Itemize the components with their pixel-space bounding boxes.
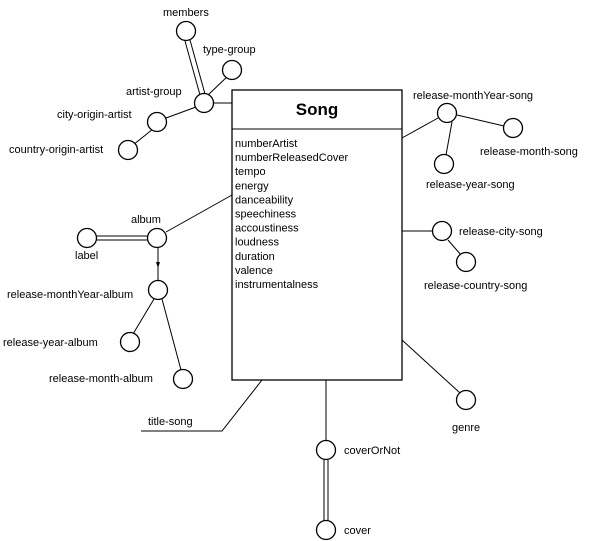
song-attribute: instrumentalness (235, 279, 319, 291)
type-group-label: type-group (203, 44, 256, 56)
song-attribute: valence (235, 265, 273, 277)
genre-node[interactable] (455, 389, 477, 411)
city-origin-artist-label: city-origin-artist (57, 109, 132, 121)
song-attribute: numberArtist (235, 138, 297, 150)
edge-members-double-a (184, 40, 201, 96)
release-city-song-label: release-city-song (459, 226, 543, 238)
nodes (76, 20, 524, 541)
country-origin-artist-label: country-origin-artist (9, 144, 103, 156)
edge-monthyear-year-album (132, 298, 155, 335)
release-monthyear-album-node[interactable] (147, 279, 169, 301)
song-attribute-list: numberArtist numberReleasedCover tempo ener… (235, 138, 348, 291)
cover-label: cover (344, 525, 371, 537)
edge-city-country-song (447, 239, 462, 256)
edge-song-genre (401, 339, 461, 394)
song-entity-title: Song (296, 100, 339, 119)
edge-members-double-b (189, 39, 206, 95)
title-song-label: title-song (148, 416, 193, 428)
song-entity[interactable]: Song numberArtist numberReleasedCover temp… (231, 89, 403, 381)
release-monthyear-album-label: release-monthYear-album (7, 289, 133, 301)
song-attribute: loudness (235, 237, 280, 249)
edge-monthyear-month-song (456, 114, 505, 127)
edge-song-monthyear-song (401, 117, 439, 139)
song-attribute: danceability (235, 194, 294, 206)
song-entity-box (231, 89, 403, 381)
edge-country-origin-artist (132, 128, 154, 146)
edges (97, 39, 505, 521)
cover-or-not-label: coverOrNot (344, 445, 400, 457)
city-origin-artist-node[interactable] (146, 111, 168, 133)
release-monthyear-song-label: release-monthYear-song (413, 90, 533, 102)
label-label: label (75, 250, 98, 262)
edge-city-origin-artist (165, 106, 197, 119)
genre-label: genre (452, 422, 480, 434)
album-node[interactable] (146, 227, 168, 249)
song-attribute: tempo (235, 166, 266, 178)
album-label: album (131, 214, 161, 226)
song-attribute: energy (235, 180, 269, 192)
cover-or-not-node[interactable] (315, 439, 337, 461)
edge-type-group (206, 74, 230, 97)
release-month-album-label: release-month-album (49, 373, 153, 385)
release-year-album-label: release-year-album (3, 337, 98, 349)
release-country-song-node[interactable] (455, 251, 477, 273)
cover-node[interactable] (315, 519, 337, 541)
release-year-song-node[interactable] (433, 153, 455, 175)
release-year-song-label: release-year-song (426, 179, 515, 191)
release-country-song-label: release-country-song (424, 280, 527, 292)
edge-title-song (141, 379, 263, 432)
artist-group-node[interactable] (193, 92, 215, 114)
release-monthyear-song-node[interactable] (436, 102, 458, 124)
song-attribute: accoustiness (235, 223, 299, 235)
song-attribute: numberReleasedCover (235, 152, 348, 164)
country-origin-artist-node[interactable] (117, 139, 139, 161)
release-year-album-node[interactable] (119, 331, 141, 353)
song-attribute: speechiness (235, 209, 297, 221)
release-city-song-node[interactable] (431, 220, 453, 242)
labels: members type-group artist-group city-ori… (3, 7, 578, 537)
edge-song-album (165, 194, 233, 233)
edge-monthyear-month-album (161, 298, 182, 371)
members-node[interactable] (175, 20, 197, 42)
release-month-song-node[interactable] (502, 117, 524, 139)
song-attribute: duration (235, 251, 275, 263)
artist-group-label: artist-group (126, 86, 182, 98)
type-group-node[interactable] (221, 59, 243, 81)
edge-album-arrow (156, 262, 160, 268)
members-label: members (163, 7, 209, 19)
release-month-album-node[interactable] (172, 368, 194, 390)
release-month-song-label: release-month-song (480, 146, 578, 158)
label-node[interactable] (76, 227, 98, 249)
edge-monthyear-year-song (445, 121, 453, 156)
